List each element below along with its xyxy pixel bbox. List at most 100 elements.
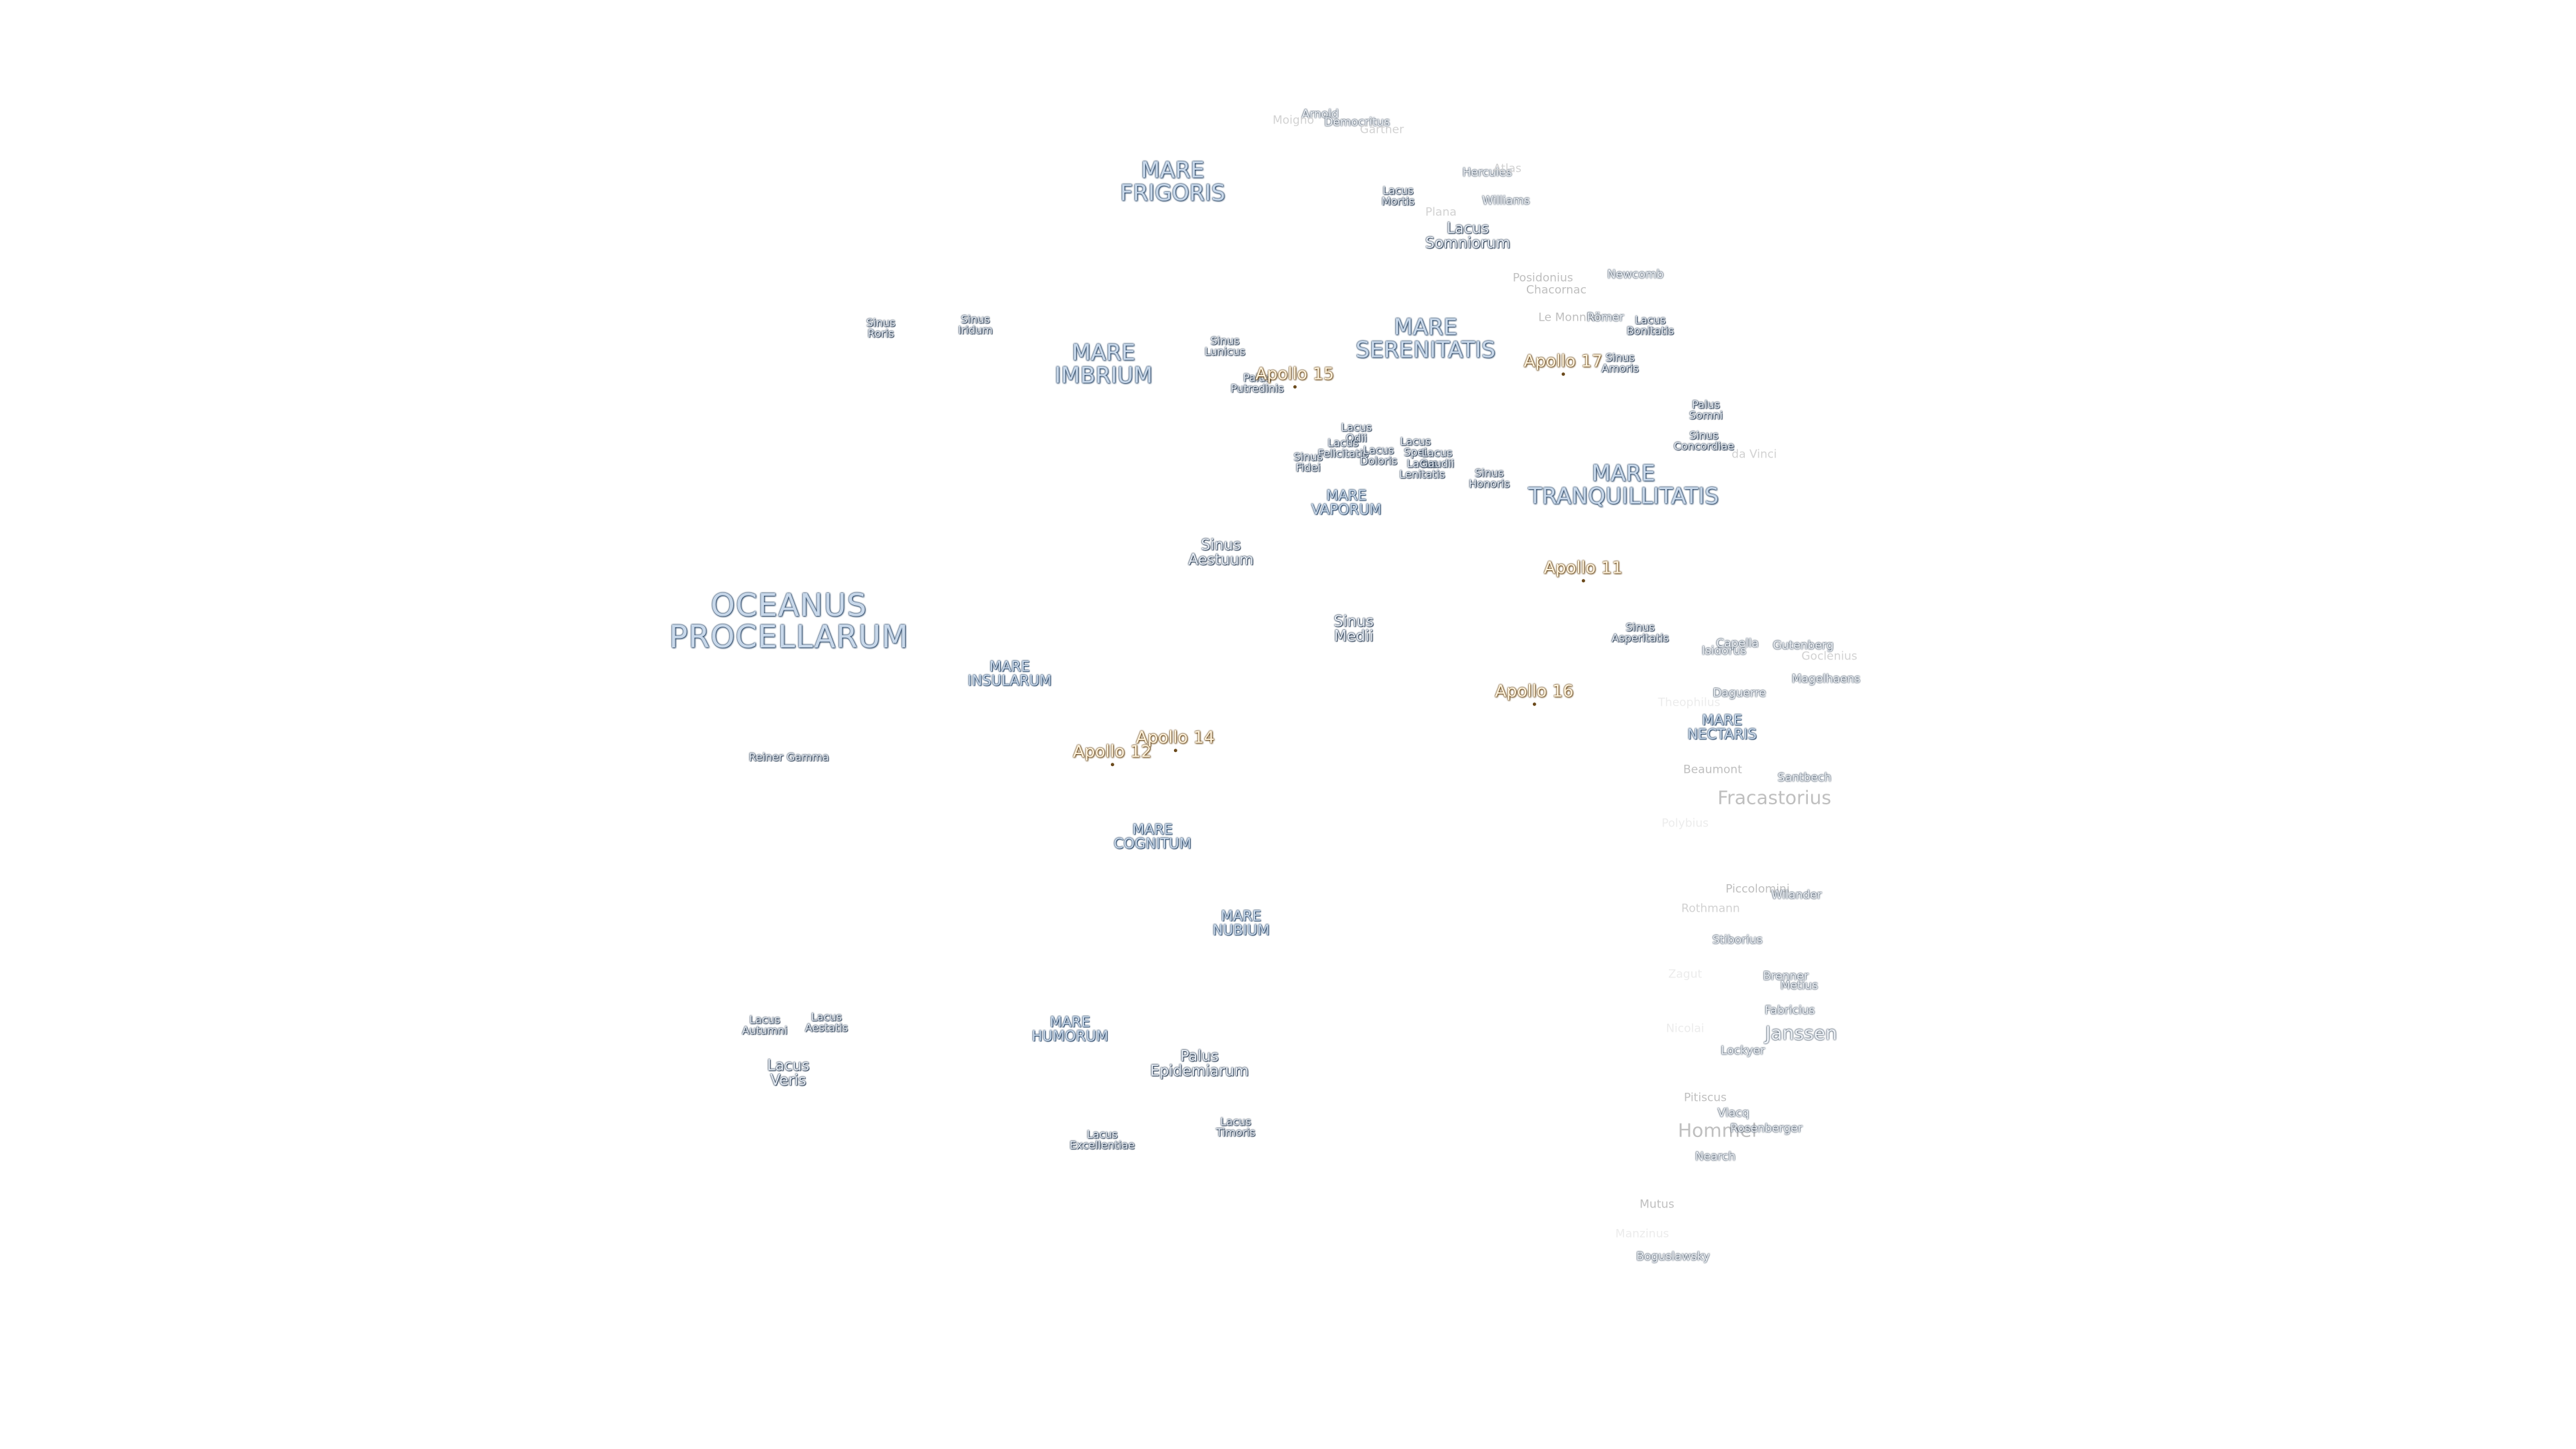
map-label-hommel[interactable]: Hommel	[1678, 1121, 1757, 1141]
map-label-apollo-14[interactable]: Apollo 14	[1136, 729, 1214, 746]
map-label-hercules[interactable]: Hercules	[1462, 166, 1512, 178]
map-label-line: Fracastorius	[1717, 786, 1831, 809]
map-label-mutus[interactable]: Mutus	[1640, 1198, 1674, 1210]
map-label-metius[interactable]: Metius	[1780, 979, 1818, 991]
map-label-vlacq[interactable]: Vlacq	[1718, 1107, 1750, 1119]
map-label-nicolai[interactable]: Nicolai	[1666, 1022, 1705, 1036]
map-label-goclenius[interactable]: Goclenius	[1801, 650, 1857, 662]
map-label-chacornac[interactable]: Chacornac	[1526, 284, 1587, 296]
map-label-pitiscus[interactable]: Pitiscus	[1684, 1091, 1727, 1104]
map-label-rothmann[interactable]: Rothmann	[1681, 902, 1739, 914]
map-label-line: Nicolai	[1666, 1022, 1705, 1036]
map-label-line: Somni	[1688, 409, 1723, 422]
map-label-fracastorius[interactable]: Fracastorius	[1717, 786, 1831, 809]
map-label-line: Asperitatis	[1611, 632, 1669, 645]
map-label-arnold[interactable]: Arnold	[1301, 108, 1338, 120]
map-label-janssen[interactable]: Janssen	[1765, 1024, 1837, 1044]
map-label-theophilus[interactable]: Theophilus	[1658, 696, 1721, 708]
map-label-line: INSULARUM	[967, 673, 1052, 689]
map-label-gartner[interactable]: Gärtner	[1360, 123, 1403, 136]
map-label-magelhaens[interactable]: Magelhaens	[1792, 673, 1860, 685]
map-label-plana[interactable]: Plana	[1426, 206, 1457, 218]
map-label-wilander[interactable]: Wilander	[1771, 889, 1821, 901]
map-label-le-monnier[interactable]: Le Monnier	[1538, 311, 1601, 323]
map-label-apollo-15[interactable]: Apollo 15	[1255, 365, 1334, 382]
map-label-apollo-11[interactable]: Apollo 11	[1544, 559, 1622, 576]
map-label-stiborius[interactable]: Stiborius	[1713, 934, 1763, 946]
map-label-rosenberger[interactable]: Rosenberger	[1730, 1122, 1803, 1134]
map-label-isidorus[interactable]: Isidorus	[1702, 645, 1746, 657]
map-label-fabricius[interactable]: Fabricius	[1765, 1004, 1815, 1016]
map-label-polybius[interactable]: Polybius	[1662, 816, 1709, 830]
map-label-zagut[interactable]: Zagut	[1668, 968, 1702, 980]
map-label-line: Timoris	[1216, 1126, 1256, 1139]
map-label-santbech[interactable]: Santbech	[1778, 771, 1831, 784]
map-label-nearch[interactable]: Nearch	[1695, 1150, 1735, 1163]
map-label-newcomb[interactable]: Newcomb	[1607, 268, 1664, 280]
map-label-brenner[interactable]: Brenner	[1763, 970, 1809, 982]
map-label-apollo-17[interactable]: Apollo 17	[1523, 352, 1602, 370]
map-label-piccolomini[interactable]: Piccolomini	[1725, 883, 1790, 895]
map-label-moigno[interactable]: Moigno	[1273, 114, 1314, 126]
map-label-capella[interactable]: Capella	[1716, 637, 1758, 649]
map-label-line: NECTARIS	[1687, 727, 1757, 743]
map-label-da-vinci[interactable]: da Vinci	[1731, 448, 1776, 460]
map-label-line: Polybius	[1662, 816, 1709, 830]
map-label-boguslawsky[interactable]: Boguslawsky	[1636, 1250, 1710, 1263]
map-label-daguerre[interactable]: Daguerre	[1713, 687, 1766, 699]
map-label-gutenberg[interactable]: Gutenberg	[1773, 639, 1834, 651]
map-label-atlas[interactable]: Atlas	[1493, 162, 1521, 174]
map-label-beaumont[interactable]: Beaumont	[1683, 763, 1742, 775]
map-label-manzinus[interactable]: Manzinus	[1615, 1228, 1669, 1240]
map-label-line: MARE	[1591, 460, 1656, 486]
map-label-lockyer[interactable]: Lockyer	[1721, 1044, 1765, 1057]
map-label-democritus[interactable]: Democritus	[1324, 116, 1390, 128]
map-label-williams[interactable]: Williams	[1482, 195, 1529, 207]
map-label-line: Somniorum	[1425, 235, 1511, 252]
map-label-apollo-16[interactable]: Apollo 16	[1495, 682, 1573, 700]
map-label-line: Sinus	[1625, 621, 1655, 634]
map-label-line: Posidonius	[1513, 271, 1573, 285]
map-label-posidonius[interactable]: Posidonius	[1513, 272, 1573, 284]
map-label-reiner-gamma[interactable]: Reiner Gamma	[749, 751, 829, 763]
map-label-romer[interactable]: Römer	[1587, 311, 1623, 323]
